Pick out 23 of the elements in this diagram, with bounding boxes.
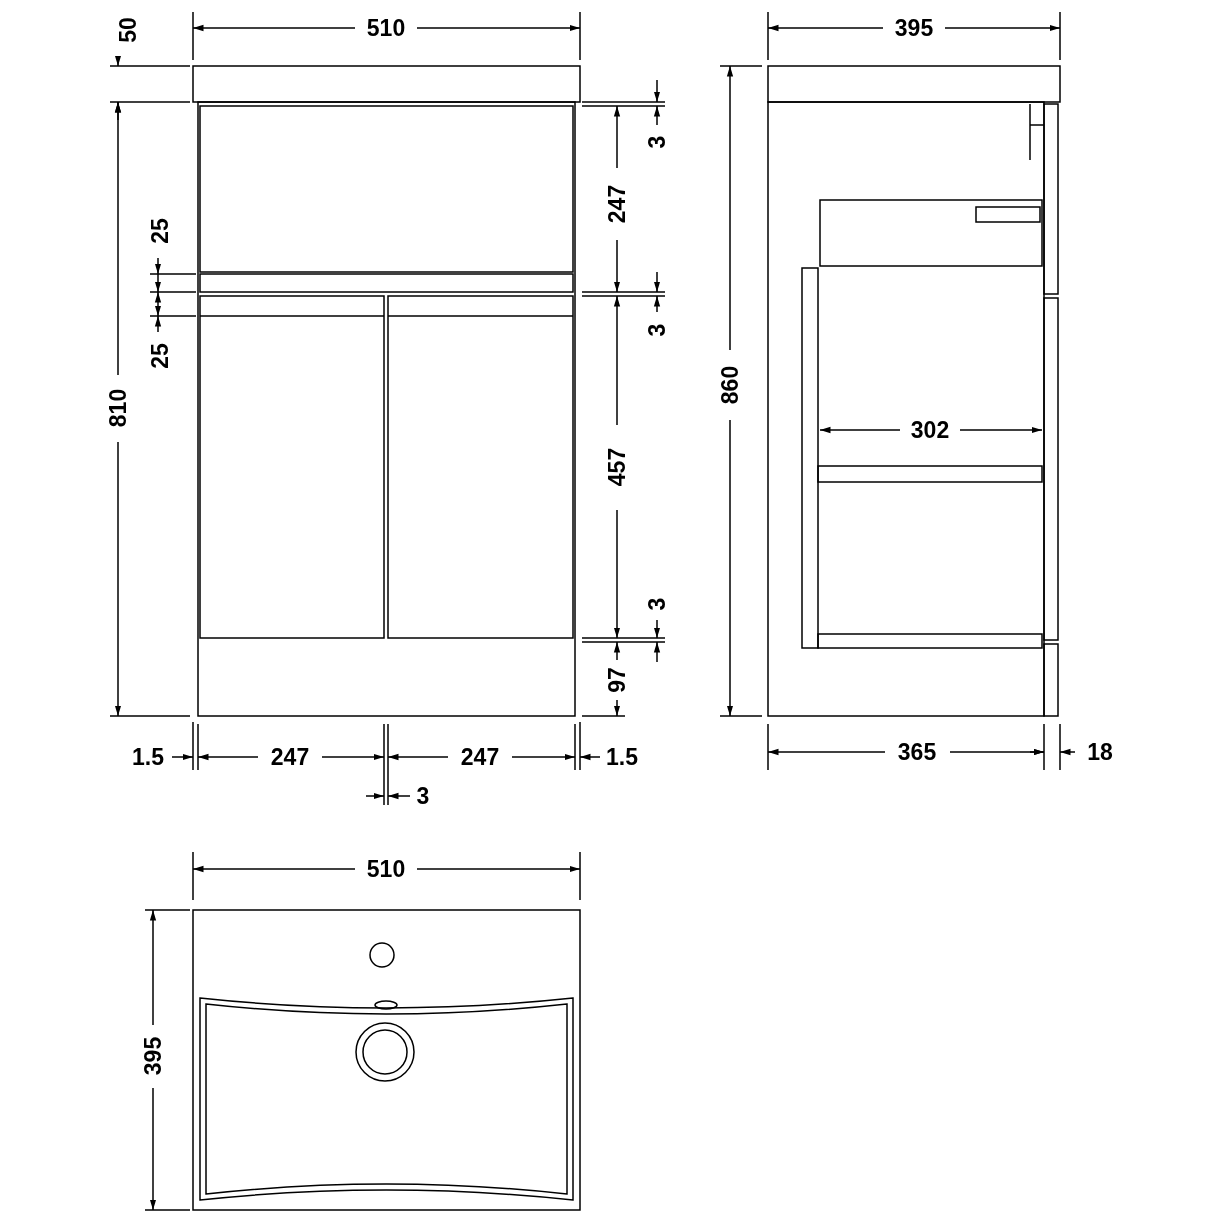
dimension-label: 25: [148, 218, 172, 244]
dimension-label: 1.5: [606, 745, 638, 769]
dimension-label: 302: [910, 418, 950, 442]
dimension-label: 247: [270, 745, 310, 769]
dimension-label: 395: [141, 1036, 165, 1076]
dimension-label: 860: [718, 365, 742, 405]
dimension-label: 3: [416, 784, 430, 808]
dimension-label: 3: [645, 323, 669, 337]
dimension-label: 247: [460, 745, 500, 769]
dimension-label: 97: [605, 667, 629, 693]
dimension-label: 457: [605, 447, 629, 487]
dimension-label: 365: [897, 740, 937, 764]
dimension-label: 25: [148, 343, 172, 369]
dimension-label: 247: [605, 184, 629, 224]
dimension-label: 3: [645, 597, 669, 611]
dimension-label: 510: [366, 857, 406, 881]
dimension-label: 1.5: [132, 745, 164, 769]
dimension-label: 510: [366, 16, 406, 40]
dimension-label: 3: [645, 135, 669, 149]
dimension-label: 395: [894, 16, 934, 40]
dimension-label: 810: [106, 388, 130, 428]
dimension-label: 18: [1087, 740, 1113, 764]
dimension-label: 50: [116, 17, 140, 43]
